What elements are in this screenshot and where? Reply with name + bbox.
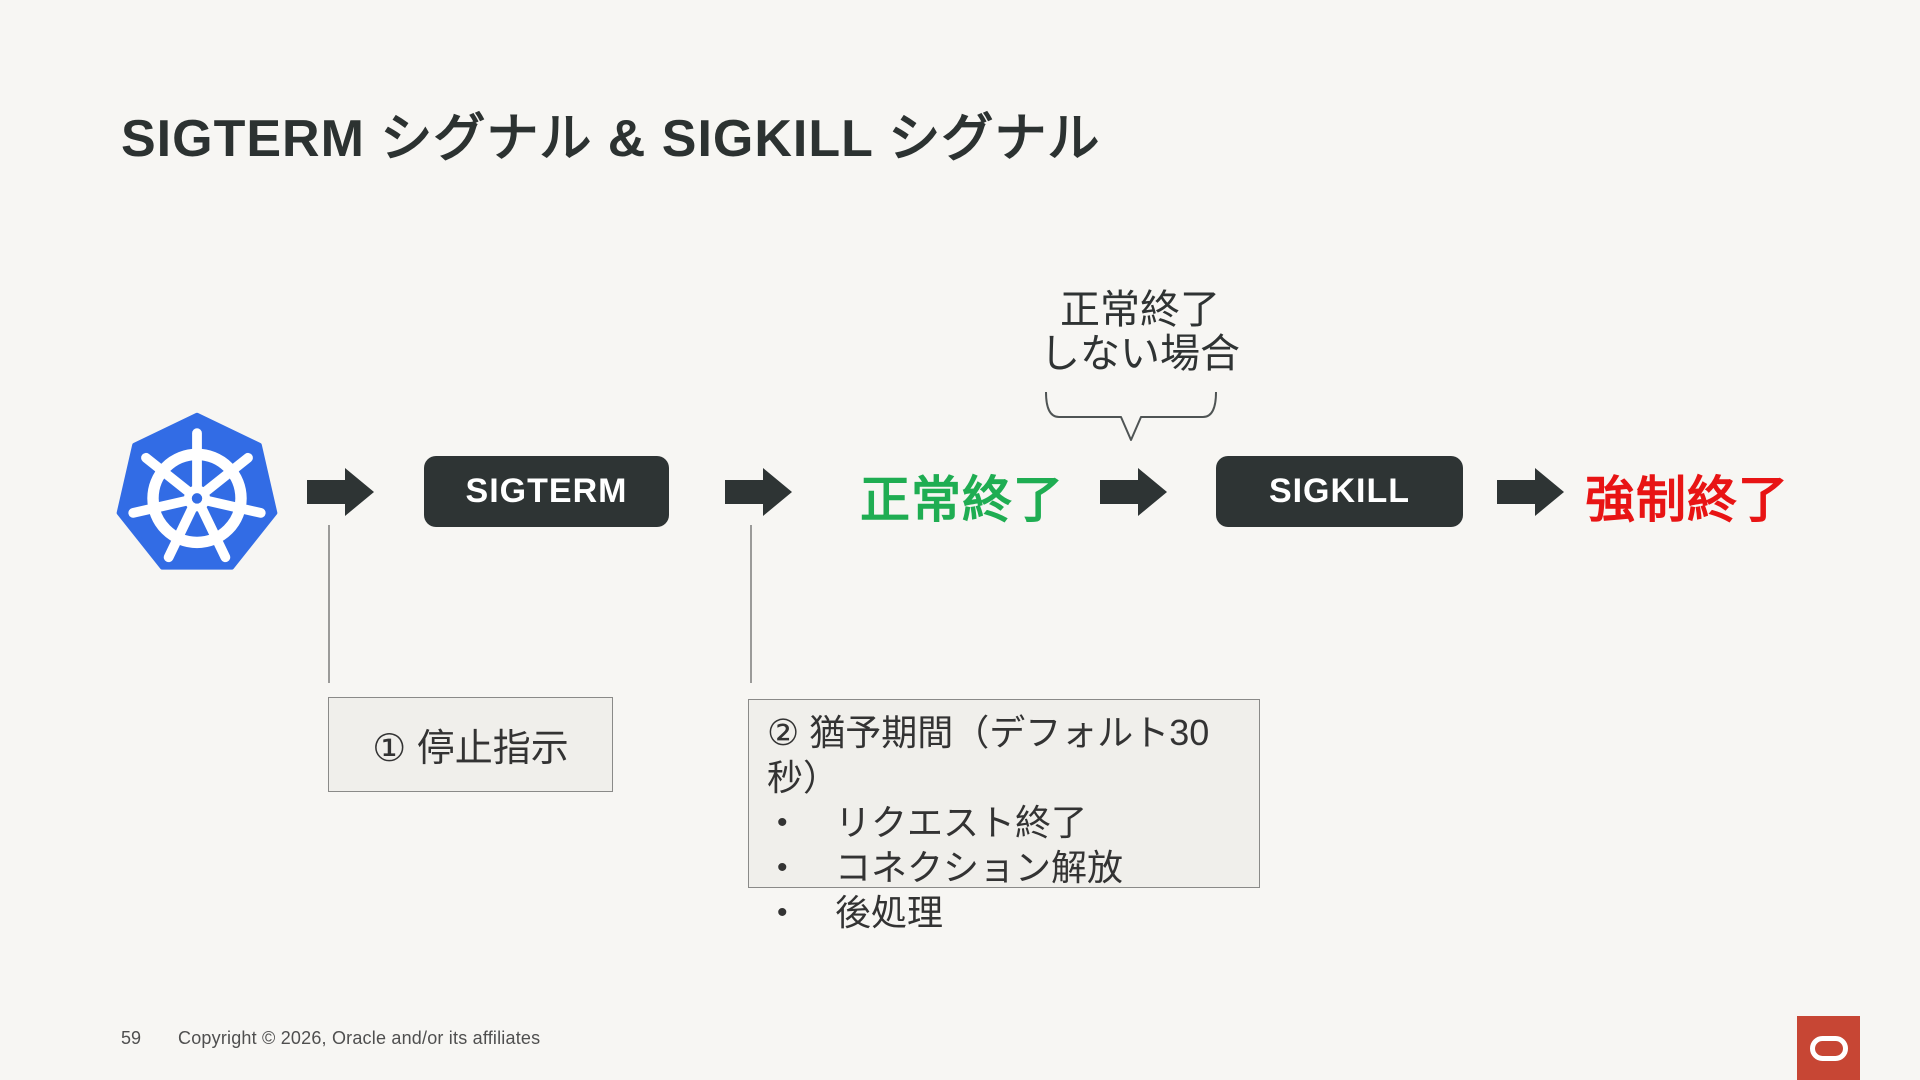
sigterm-node: SIGTERM	[424, 456, 669, 527]
step1-label: ① 停止指示	[372, 728, 569, 770]
kubernetes-icon	[115, 412, 279, 575]
step2-bullet-item: • コネクション解放	[767, 845, 1241, 890]
step2-bullet-text: 後処理	[835, 892, 944, 933]
copyright-text: Copyright © 2026, Oracle and/or its affi…	[178, 1028, 541, 1048]
callout-line-1: 正常終了	[1060, 288, 1220, 332]
flow-arrow-icon	[1497, 467, 1565, 517]
step2-title: ② 猶予期間（デフォルト30秒）	[767, 712, 1210, 798]
callout-line-2: しない場合	[1040, 332, 1240, 376]
not-graceful-callout: 正常終了 しない場合	[1040, 288, 1240, 376]
underbrace-icon	[1045, 391, 1217, 444]
forced-termination-label: 強制終了	[1585, 472, 1789, 528]
bullet-icon: •	[777, 851, 788, 884]
flow-arrow-icon	[725, 467, 793, 517]
bullet-icon: •	[777, 896, 788, 929]
bullet-icon: •	[777, 806, 788, 839]
step2-bullet-item: • リクエスト終了	[767, 800, 1241, 845]
oracle-logo	[1797, 1016, 1860, 1080]
page-number: 59	[121, 1028, 142, 1048]
flow-arrow-icon	[1100, 467, 1168, 517]
step2-note-box: ② 猶予期間（デフォルト30秒） • リクエスト終了 • コネクション解放 • …	[748, 699, 1260, 933]
step2-bullet-text: リクエスト終了	[835, 802, 1088, 843]
connector-line-step1	[328, 525, 330, 683]
connector-line-step2	[750, 525, 752, 683]
graceful-termination-label: 正常終了	[860, 472, 1064, 528]
step1-note-box: ① 停止指示	[328, 697, 613, 792]
oracle-o-icon	[1809, 1035, 1848, 1061]
sigkill-node: SIGKILL	[1216, 456, 1463, 527]
step2-bullet-text: コネクション解放	[835, 847, 1124, 888]
step2-bullet-item: • 後処理	[767, 890, 1241, 935]
page-title: SIGTERM シグナル & SIGKILL シグナル	[121, 110, 1101, 168]
flow-arrow-icon	[307, 467, 375, 517]
